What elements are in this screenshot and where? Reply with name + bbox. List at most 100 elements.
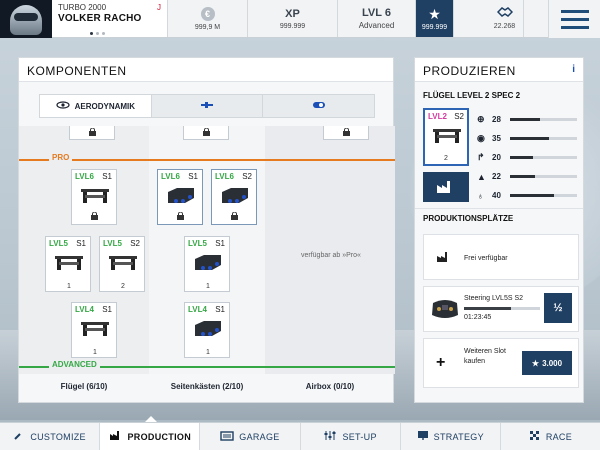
checkered-flag-icon [529,430,541,444]
nav-production[interactable]: PRODUCTION [100,423,201,450]
component-card[interactable]: LVL6 S2 [211,169,257,225]
component-grid: PRO LVL6 S1 LVL6 S1 LVL6 S2 LVL5 S1 1 [19,126,395,374]
sidepod-part-icon [195,321,221,336]
speedup-button[interactable]: ½ [544,293,572,323]
factory-icon [109,430,123,444]
locked-card-stub[interactable] [69,126,115,140]
count-fluegel: Flügel (6/10) [60,382,108,391]
component-card[interactable]: LVL6 S1 [157,169,203,225]
info-icon[interactable]: i [572,64,575,75]
busy-slot[interactable]: Steering LVL5S S2 01:23:45 ½ [423,286,579,332]
card-level: LVL6 [215,172,234,181]
card-count: 1 [67,283,71,290]
lock-icon [231,212,238,220]
availability-note: verfügbar ab »Pro« [301,252,361,259]
level-value: LVL 6 [362,7,391,19]
component-card[interactable]: LVL5 S1 1 [45,236,91,292]
pro-label: PRO [49,153,73,162]
produce-button[interactable] [423,172,469,202]
card-count: 1 [93,349,97,356]
sidepod-part-icon [222,188,248,203]
card-spec: S1 [102,172,112,181]
card-level: LVL5 [103,239,122,248]
sidepod-icon [200,101,214,112]
handshake-icon [496,7,513,20]
flag-board-icon [417,430,429,444]
steering-wheel-icon [432,300,458,318]
card-spec: S1 [215,239,225,248]
menu-bar [560,9,589,13]
tab-label: AERODYNAMIK [74,101,136,111]
avatar[interactable] [0,0,52,38]
component-tabs: AERODYNAMIK [39,94,375,118]
buy-slot-button[interactable]: ★ 3.000 [522,351,572,375]
handshake-stat[interactable]: 22.268 [486,0,524,37]
card-spec: S2 [130,239,140,248]
rear-wing-icon [81,322,109,336]
coin-icon: € [200,6,215,21]
money-stat[interactable]: € 999,9 M [168,0,248,37]
locked-card-stub[interactable] [183,126,229,140]
component-card[interactable]: LVL6 S1 [71,169,117,225]
component-card[interactable]: LVL4 S1 1 [184,302,230,358]
menu-button[interactable] [548,0,600,38]
team-name: TURBO 2000 [58,3,107,12]
sidepod-part-icon [168,188,194,203]
money-value: 999,9 M [194,23,221,31]
produzieren-title: PRODUZIEREN [415,58,583,82]
wrench-icon [13,429,25,444]
nav-setup[interactable]: SET-UP [301,423,401,450]
card-level: LVL5 [49,239,68,248]
airbox-icon [312,101,326,112]
flag-mark: J [157,3,161,12]
xp-value: 999.999 [279,22,306,30]
stars-stat[interactable]: ★ 999.999 [416,0,454,37]
eye-wing-icon [56,100,70,112]
menu-bar [560,25,589,29]
busy-slot-label: Steering LVL5S S2 [464,295,524,302]
stars-value: 999.999 [421,23,448,31]
stat-row: ♁ 40 [477,186,581,205]
card-spec: S2 [242,172,252,181]
nav-strategy[interactable]: STRATEGY [401,423,501,450]
nav-garage[interactable]: GARAGE [200,423,301,450]
tab-aerodynamik[interactable]: AERODYNAMIK [40,95,152,117]
nav-race[interactable]: RACE [501,423,600,450]
komponenten-title: KOMPONENTEN [19,58,393,82]
lock-icon [343,128,350,136]
level-sub: Advanced [358,21,395,30]
count-airbox: Airbox (0/10) [305,382,355,391]
gauge-icon: ◉ [477,133,485,143]
rear-wing-icon [55,256,83,270]
card-level: LVL6 [75,172,94,181]
komponenten-panel: KOMPONENTEN AERODYNAMIK PRO LVL [18,57,395,403]
weight-icon: ▲ [477,171,486,182]
locked-card-stub[interactable] [323,126,369,140]
bottom-nav: CUSTOMIZE PRODUCTION GARAGE SET-UP STRAT… [0,422,600,450]
top-bar: TURBO 2000 VOLKER RACHO J € 999,9 M XP 9… [0,0,600,38]
busy-slot-time: 01:23:45 [464,314,492,321]
tab-airbox[interactable] [263,95,374,117]
component-card[interactable]: LVL4 S1 1 [71,302,117,358]
tab-seitenkaesten[interactable] [152,95,264,117]
card-level: LVL5 [188,239,207,248]
component-card[interactable]: LVL5 S2 2 [99,236,145,292]
selected-part-card[interactable]: LVL2 S2 2 [423,108,469,166]
star-icon: ★ [428,5,441,22]
card-spec: S1 [76,239,86,248]
card-count: 2 [444,155,448,162]
star-icon: ★ [531,358,540,368]
free-slot[interactable]: Frei verfügbar [423,234,579,280]
driver-info[interactable]: TURBO 2000 VOLKER RACHO J [52,0,168,37]
handshake-value: 22.268 [493,23,516,30]
lock-icon [91,212,98,220]
stat-row: ▲ 22 [477,167,581,186]
card-spec: S1 [188,172,198,181]
component-card[interactable]: LVL5 S1 1 [184,236,230,292]
factory-icon [437,181,450,193]
buy-slot[interactable]: + Weiteren Slot kaufen ★ 3.000 [423,338,579,388]
card-level: LVL4 [75,305,94,314]
stat-row: ⊕ 28 [477,110,581,129]
card-spec: S1 [215,305,225,314]
nav-customize[interactable]: CUSTOMIZE [0,423,101,450]
